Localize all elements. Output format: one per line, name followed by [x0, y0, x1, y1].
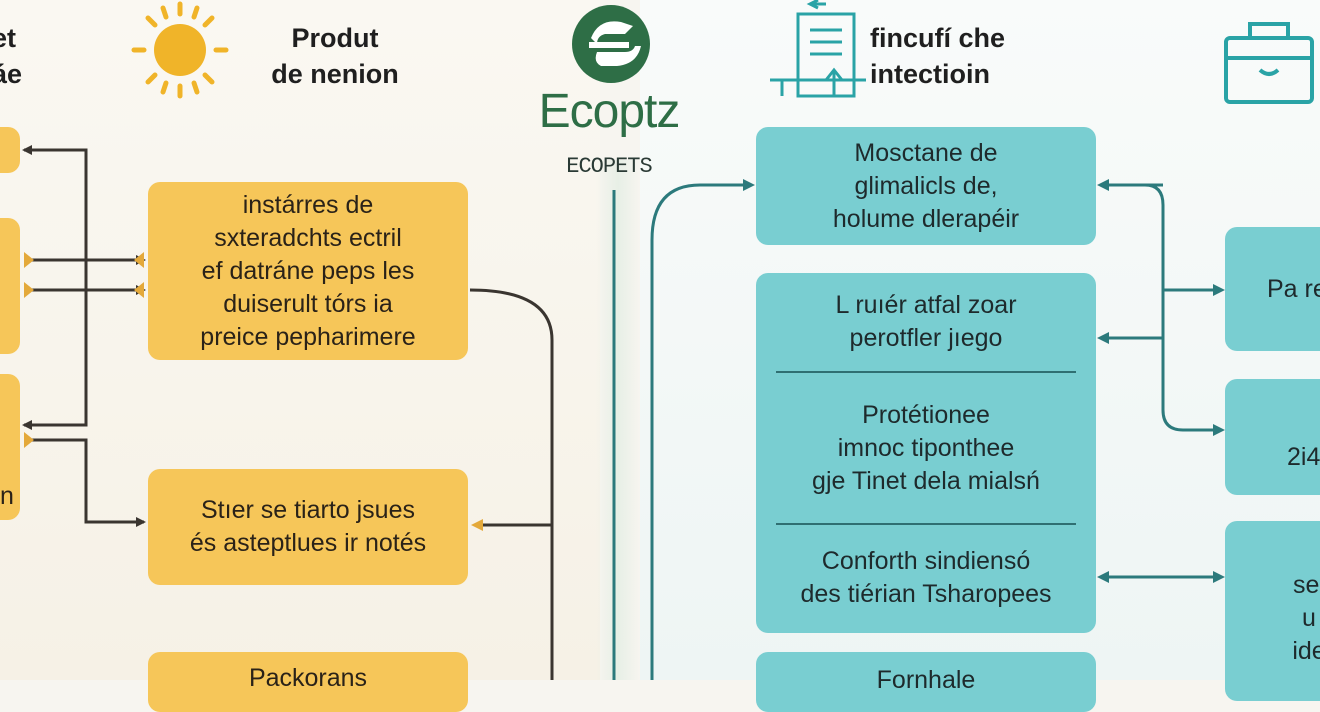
edge-box-2: 2i4: [1225, 379, 1320, 495]
section-divider: [776, 371, 1076, 373]
product-box-2: Stıer se tiarto jsues és asteptlues ir n…: [148, 469, 468, 585]
edge-box-3: sep u ide c: [1225, 521, 1320, 701]
sun-icon: [131, 1, 229, 99]
function-section-2: Protétionee imnoc tiponthee gje Tinet de…: [812, 400, 1040, 495]
logo-mark-icon: [572, 5, 650, 83]
briefcase-icon: [1224, 22, 1314, 104]
center-divider-glow: [596, 160, 640, 680]
logo-name: Ecoptz: [538, 85, 681, 138]
connector-top-left: [22, 145, 88, 258]
function-section-3: Conforth sindiensó des tiérian Tsharopee…: [800, 547, 1052, 608]
function-box-2: L ruıér atfal zoar perotfler jıego Proté…: [756, 273, 1096, 633]
logo-subtitle: ECOPETS: [566, 154, 652, 179]
connector-left-mid: [22, 258, 88, 430]
connector-right-split: [1100, 183, 1225, 436]
edge-box-1: Pa re: [1225, 227, 1320, 351]
function-section-1: L ruıér atfal zoar perotfler jıego: [835, 291, 1017, 352]
connector-to-right-box1: [650, 179, 755, 680]
connector-left-to-box2: [24, 438, 146, 527]
function-box-1: Mosctane de glimalicls de, holume dlerap…: [756, 127, 1096, 245]
section-divider: [776, 523, 1076, 525]
left-edge-box-2: [0, 218, 20, 354]
document-icon: [770, 0, 866, 98]
left-edge-box-1: [0, 127, 20, 173]
connector-lines: [22, 0, 1314, 680]
header-product: Produt de nenion: [271, 23, 399, 89]
header-function: fincufí che intectioin: [870, 23, 1006, 89]
product-box-1: instárres de sxteradchts ectril ef datrá…: [148, 182, 468, 360]
connector-box1-to-right: [469, 288, 554, 680]
function-box-3: Fornhale: [756, 652, 1096, 712]
header-cut-left: et áe: [0, 23, 23, 89]
left-edge-box-3: n: [0, 374, 20, 520]
product-box-3: Packorans: [148, 652, 468, 712]
